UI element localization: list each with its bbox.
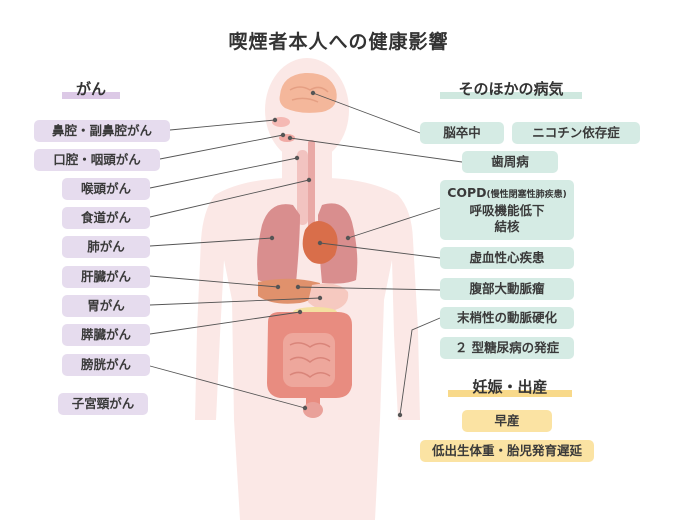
disease-periodontal: 歯周病	[462, 151, 558, 173]
cancer-larynx: 喉頭がん	[62, 178, 150, 200]
pregnancy-preterm-birth: 早産	[462, 410, 552, 432]
cancer-oral-pharyngeal: 口腔・咽頭がん	[34, 149, 160, 171]
right-lung	[257, 204, 300, 284]
leader-dots	[269, 90, 403, 418]
disease-abdominal-aortic-aneurysm: 腹部大動脈瘤	[440, 278, 574, 300]
section-heading-pregnancy: 妊娠・出産	[448, 377, 572, 397]
trachea	[297, 150, 308, 225]
cancer-liver: 肝臓がん	[62, 266, 150, 288]
disease-nicotine-dependence: ニコチン依存症	[512, 122, 640, 144]
disease-tuberculosis: 結核	[494, 219, 520, 234]
cancer-esophagus: 食道がん	[62, 207, 150, 229]
cancer-pancreas: 膵臓がん	[62, 324, 150, 346]
bladder	[303, 402, 323, 418]
cancer-cervical: 子宮頸がん	[58, 393, 148, 415]
cancer-lung: 肺がん	[62, 236, 150, 258]
disease-copd-line: COPD(慢性閉塞性肺疾患)	[447, 185, 567, 203]
leader-lines	[149, 92, 463, 416]
cancer-bladder: 膀胱がん	[62, 354, 150, 376]
cancer-nasal-sinus: 鼻腔・副鼻腔がん	[34, 120, 170, 142]
pregnancy-low-birth-weight: 低出生体重・胎児発育遅延	[420, 440, 594, 462]
esophagus	[308, 140, 315, 235]
section-heading-cancer: がん	[62, 79, 120, 99]
disease-stroke: 脳卒中	[420, 122, 504, 144]
stomach	[308, 283, 349, 311]
page-title: 喫煙者本人への健康影響	[228, 31, 449, 53]
disease-copd-group: COPD(慢性閉塞性肺疾患) 呼吸機能低下 結核	[440, 180, 574, 240]
cancer-stomach: 胃がん	[62, 295, 150, 317]
disease-copd: COPD	[447, 185, 487, 200]
disease-copd-note: (慢性閉塞性肺疾患)	[486, 190, 567, 200]
section-heading-other-diseases: そのほかの病気	[440, 79, 582, 99]
left-lung	[318, 203, 358, 284]
disease-ischemic-heart: 虚血性心疾患	[440, 247, 574, 269]
disease-peripheral-arteriosclerosis: 末梢性の動脈硬化	[440, 307, 574, 329]
brain	[279, 72, 337, 113]
liver	[258, 278, 320, 304]
disease-respiratory-decline: 呼吸機能低下	[469, 203, 545, 218]
disease-type2-diabetes: ２ 型糖尿病の発症	[440, 337, 574, 359]
